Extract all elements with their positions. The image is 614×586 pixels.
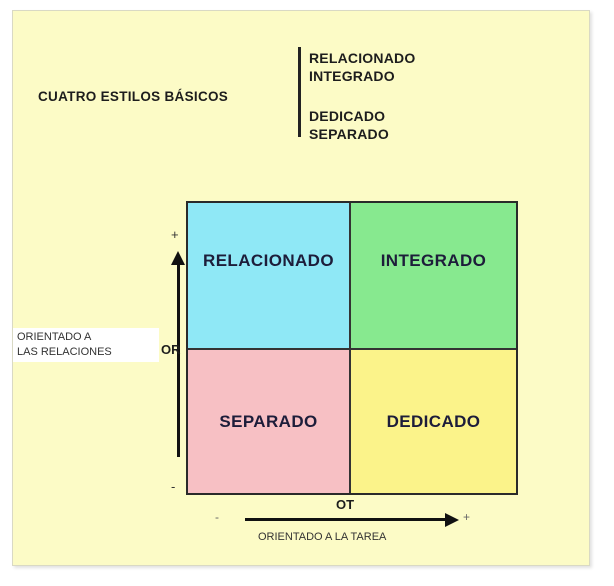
- y-axis-description-line2: LAS RELACIONES: [17, 346, 112, 358]
- x-axis-code: OT: [336, 497, 355, 512]
- style-list-top: RELACIONADO INTEGRADO: [309, 49, 415, 85]
- x-axis-arrowhead-icon: [445, 513, 459, 527]
- x-axis-high-marker: +: [463, 510, 471, 524]
- style-item-integrado: INTEGRADO: [309, 68, 395, 84]
- x-axis-description: ORIENTADO A LA TAREA: [258, 531, 387, 543]
- diagram-title: CUATRO ESTILOS BÁSICOS: [38, 89, 229, 104]
- y-axis-code: OR: [161, 342, 181, 357]
- x-axis-line: [245, 518, 445, 521]
- y-axis-description: ORIENTADO A LAS RELACIONES: [13, 328, 159, 362]
- quadrant-relacionado: RELACIONADO: [188, 203, 349, 348]
- quadrant-separado: SEPARADO: [188, 350, 349, 493]
- y-axis-low-marker: -: [171, 479, 176, 494]
- y-axis-line: [177, 255, 180, 457]
- style-item-relacionado: RELACIONADO: [309, 50, 416, 66]
- quadrant-label-separado: SEPARADO: [219, 411, 318, 431]
- quadrant-dedicado: DEDICADO: [351, 350, 516, 493]
- diagram-frame: CUATRO ESTILOS BÁSICOS RELACIONADO INTEG…: [12, 10, 590, 566]
- style-item-dedicado: DEDICADO: [309, 108, 386, 124]
- quadrant-label-integrado: INTEGRADO: [380, 250, 487, 270]
- style-list-bottom: DEDICADO SEPARADO: [309, 107, 389, 143]
- x-axis-low-marker: -: [215, 510, 219, 524]
- y-axis-high-marker: +: [171, 227, 179, 242]
- quadrant-label-relacionado: RELACIONADO: [203, 250, 334, 270]
- style-item-separado: SEPARADO: [309, 126, 389, 142]
- styles-divider: [298, 47, 301, 137]
- quadrant-grid: RELACIONADO INTEGRADO SEPARADO DEDICADO: [186, 201, 518, 495]
- quadrant-label-dedicado: DEDICADO: [386, 411, 481, 431]
- quadrant-integrado: INTEGRADO: [351, 203, 516, 348]
- y-axis-description-line1: ORIENTADO A: [17, 331, 92, 343]
